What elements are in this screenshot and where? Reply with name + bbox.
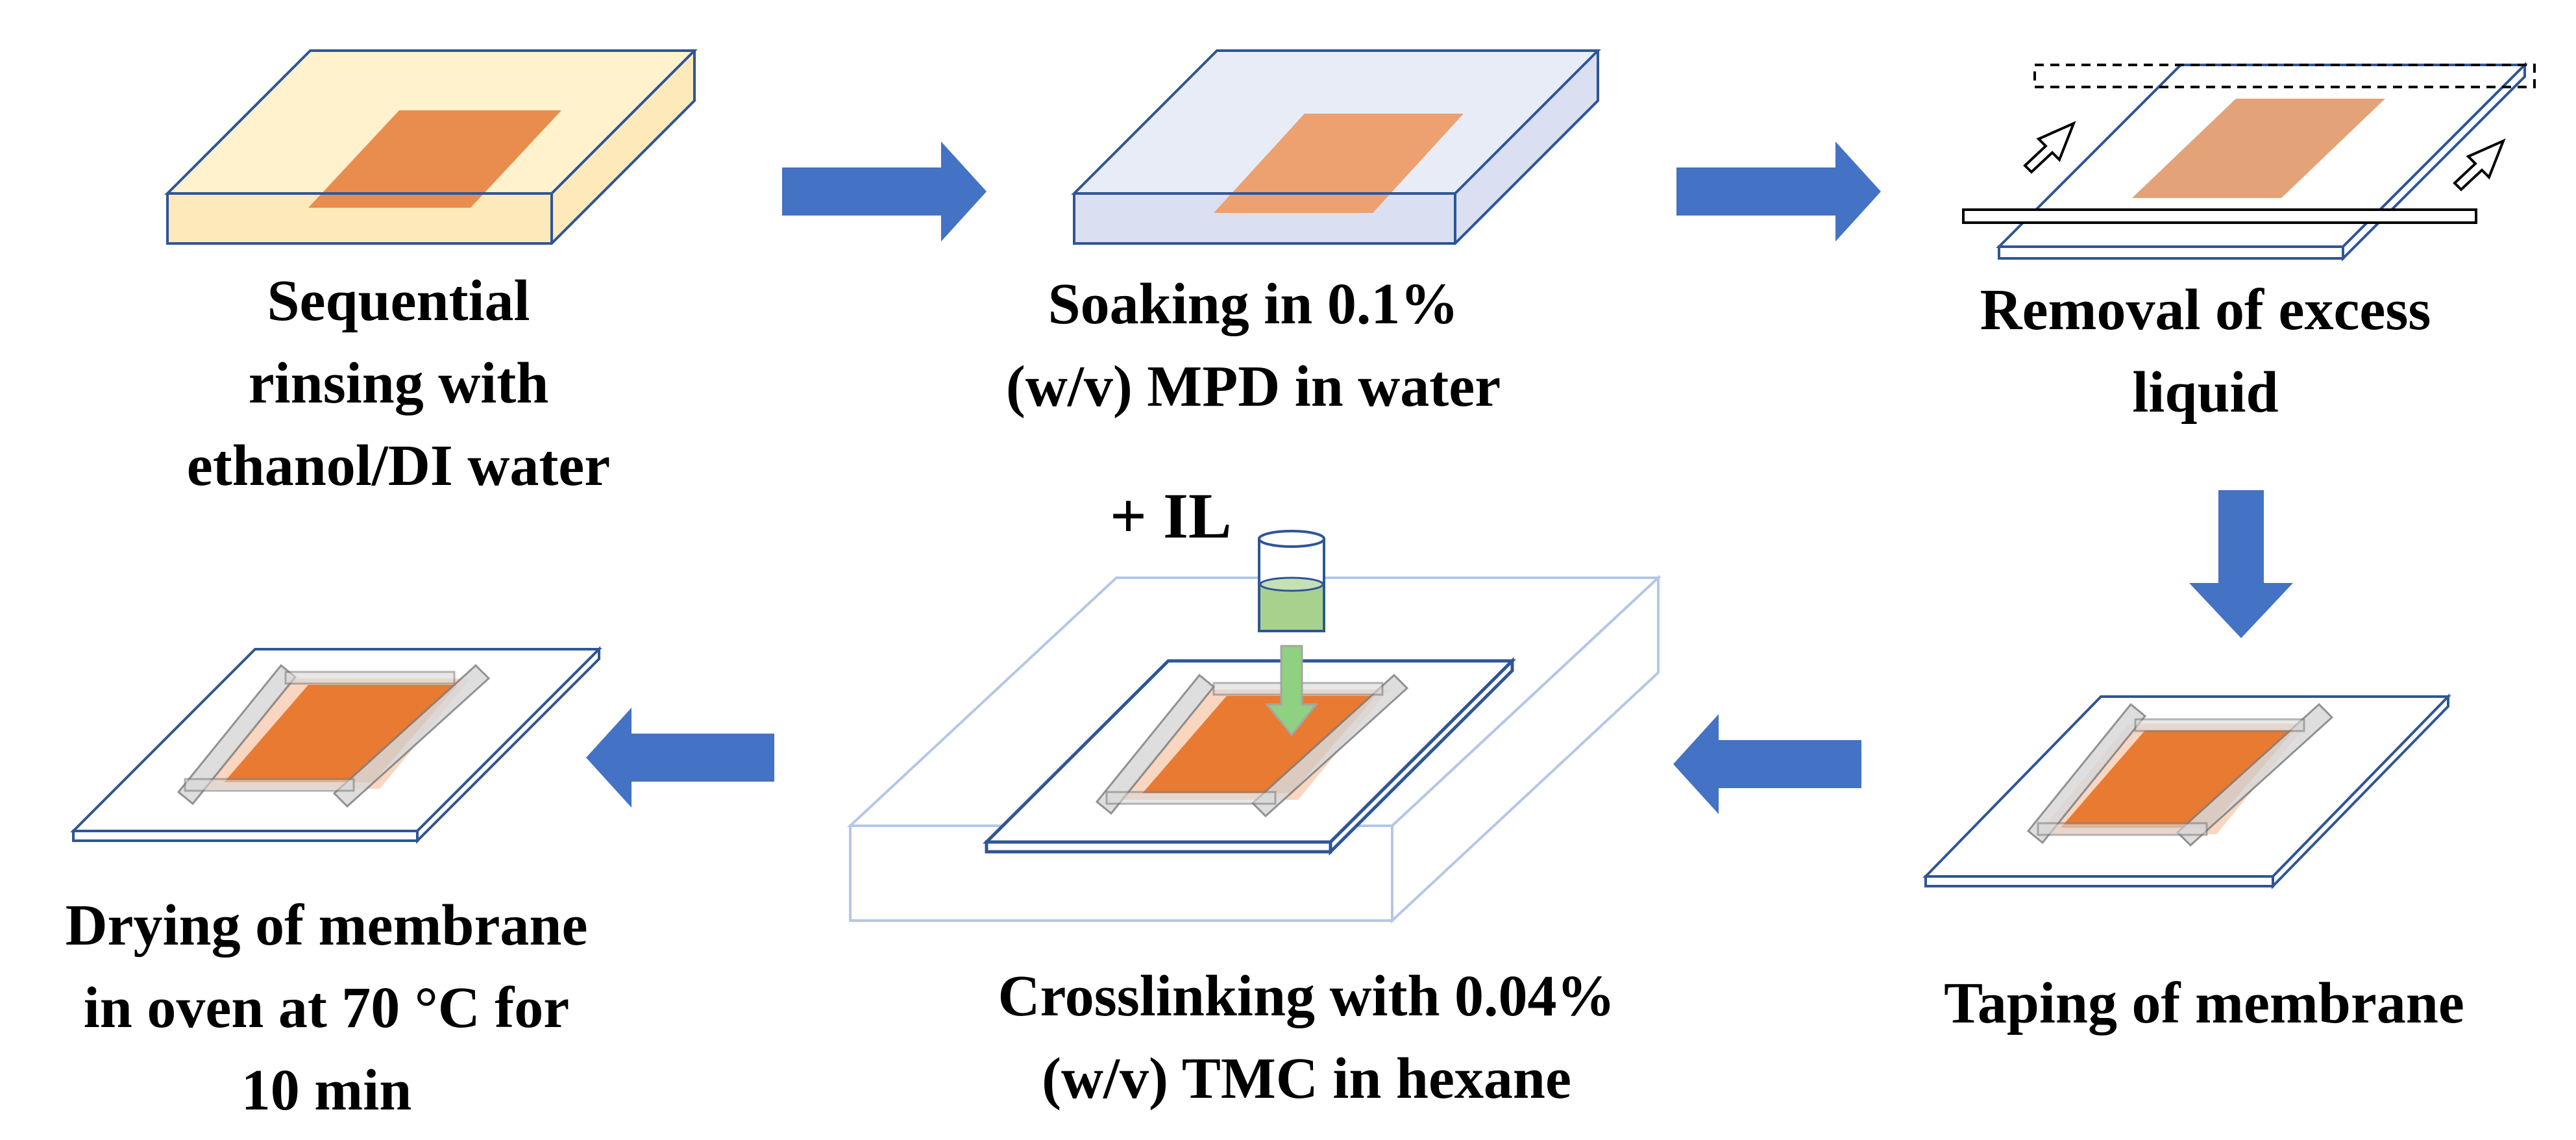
ionic-liquid — [1260, 584, 1323, 630]
tape-strip-bottom — [2037, 822, 2208, 836]
removal-membrane — [2132, 99, 2385, 198]
taped-membrane — [2061, 730, 2294, 828]
rinse-membrane — [308, 110, 561, 208]
drying-illustration — [70, 646, 602, 844]
roller-final-position — [2033, 64, 2536, 88]
roller-bar — [1962, 208, 2477, 224]
caption-taping: Taping of membrane — [1944, 971, 2464, 1035]
ionic-liquid-pour-arrow — [1264, 645, 1319, 737]
rinsing-tray-illustration — [164, 49, 698, 245]
crosslink-membrane — [1142, 696, 1376, 793]
dried-membrane — [224, 685, 458, 782]
crosslinking-illustration — [846, 575, 1662, 924]
ionic-liquid-label: + IL — [1110, 480, 1232, 552]
taping-illustration — [1922, 693, 2451, 889]
caption-rinsing: Sequential rinsing with ethanol/DI water — [186, 269, 611, 498]
caption-removal: Removal of excess liquid — [1980, 278, 2431, 425]
tape-strip-left — [2026, 702, 2147, 845]
flow-arrow-3-to-4 — [2189, 490, 2293, 638]
mpd-membrane — [1214, 114, 1464, 213]
mpd-soak-tray-illustration — [1071, 49, 1601, 245]
flow-arrow-2-to-3 — [1676, 142, 1881, 242]
ionic-liquid-beaker — [1258, 530, 1325, 632]
roller-direction-arrow-right — [2453, 138, 2506, 192]
caption-soaking: Soaking in 0.1% (w/v) MPD in water — [1005, 272, 1501, 419]
roller-direction-arrow-left — [2023, 121, 2076, 174]
tape-strip-top — [2134, 718, 2305, 732]
liquid-removal-illustration — [1962, 62, 2536, 262]
flow-arrow-4-to-5 — [1673, 714, 1861, 814]
flow-arrow-1-to-2 — [782, 142, 987, 242]
caption-drying: Drying of membrane in oven at 70 °C for … — [65, 893, 588, 1122]
caption-crosslinking: Crosslinking with 0.04% (w/v) TMC in hex… — [998, 964, 1615, 1111]
tape-strip-right — [2176, 702, 2334, 847]
flow-arrow-5-to-6 — [586, 708, 774, 808]
